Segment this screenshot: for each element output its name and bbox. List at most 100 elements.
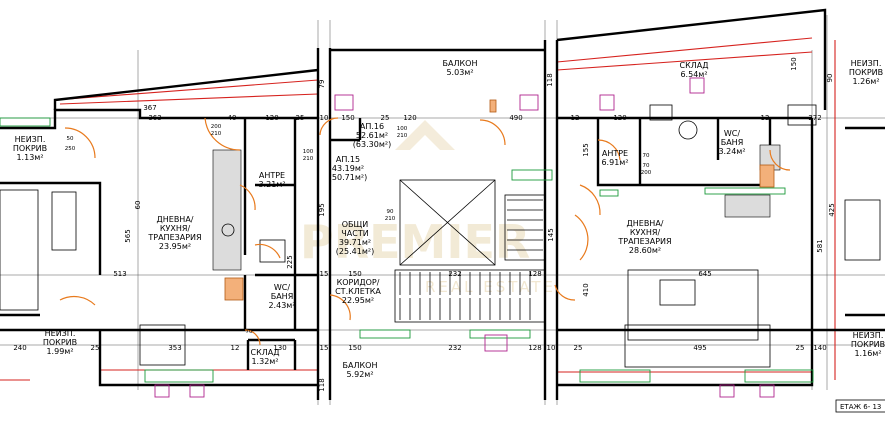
svg-text:120: 120 [265, 114, 278, 122]
svg-text:(25.41м²): (25.41м²) [336, 247, 374, 256]
svg-text:ДНЕВНА/: ДНЕВНА/ [157, 215, 194, 224]
svg-text:120: 120 [403, 114, 416, 122]
dimension-labels: 367 363 40 120 25 10 150 25 120 490 12 1… [13, 57, 836, 391]
svg-text:353: 353 [168, 344, 181, 352]
svg-text:495: 495 [693, 344, 706, 352]
svg-text:НЕИЗП.: НЕИЗП. [15, 135, 46, 144]
windows [0, 117, 814, 383]
svg-text:225: 225 [286, 255, 294, 268]
label-neizp-tr: НЕИЗП. ПОКРИВ 1.26м² [849, 59, 883, 86]
svg-text:90: 90 [387, 209, 394, 215]
label-antre-left: АНТРЕ 3.21м² [258, 171, 285, 189]
floor-tag: ЕТАЖ 6- 13 [835, 399, 885, 413]
svg-text:ПОКРИВ: ПОКРИВ [43, 338, 77, 347]
room-labels: НЕИЗП. ПОКРИВ 1.13м² НЕИЗП. ПОКРИВ 1.99м… [13, 59, 885, 379]
svg-text:25: 25 [381, 114, 390, 122]
svg-text:2.43м²: 2.43м² [268, 301, 295, 310]
svg-text:25: 25 [574, 344, 583, 352]
svg-text:79: 79 [318, 80, 326, 89]
svg-text:6.91м²: 6.91м² [601, 158, 628, 167]
furniture [0, 77, 881, 398]
svg-text:1.26м²: 1.26м² [852, 77, 879, 86]
svg-text:410: 410 [582, 283, 590, 296]
svg-text:100: 100 [397, 126, 408, 132]
svg-text:645: 645 [698, 270, 711, 278]
svg-text:25: 25 [296, 114, 305, 122]
svg-text:60: 60 [134, 201, 142, 210]
svg-text:АП.15: АП.15 [336, 155, 360, 164]
svg-text:ТРАПЕЗАРИЯ: ТРАПЕЗАРИЯ [147, 233, 201, 242]
svg-text:70: 70 [643, 153, 650, 159]
svg-text:367: 367 [143, 104, 156, 112]
label-antre-right: АНТРЕ 6.91м² [601, 149, 628, 167]
svg-text:25: 25 [91, 344, 100, 352]
svg-text:12: 12 [231, 344, 240, 352]
svg-text:15: 15 [320, 270, 329, 278]
svg-text:3.24м²: 3.24м² [718, 147, 745, 156]
watermark-subtitle: REAL ESTATE [425, 278, 556, 296]
svg-text:128: 128 [528, 344, 541, 352]
svg-text:23.95м²: 23.95м² [159, 242, 191, 251]
svg-text:140: 140 [813, 344, 826, 352]
svg-text:КУХНЯ/: КУХНЯ/ [630, 228, 661, 237]
label-koridor: КОРИДОР/ СТ.КЛЕТКА 22.95м² [335, 278, 381, 305]
svg-text:52.61м²: 52.61м² [356, 131, 388, 140]
label-neizp-tl: НЕИЗП. ПОКРИВ 1.13м² [13, 135, 47, 162]
svg-text:БАНЯ: БАНЯ [271, 292, 294, 301]
svg-text:ПОКРИВ: ПОКРИВ [851, 340, 885, 349]
svg-text:50: 50 [67, 136, 74, 142]
svg-text:40: 40 [228, 114, 237, 122]
label-obshti-chasti: ОБЩИ ЧАСТИ 39.71м² (25.41м²) [336, 220, 374, 256]
svg-text:70: 70 [643, 163, 650, 169]
svg-text:43.19м²: 43.19м² [332, 164, 364, 173]
svg-text:АНТРЕ: АНТРЕ [602, 149, 628, 158]
label-neizp-br: НЕИЗП. ПОКРИВ 1.16м² [851, 331, 885, 358]
label-balkon-bottom: БАЛКОН 5.92м² [343, 361, 378, 379]
label-dnevna-right: ДНЕВНА/ КУХНЯ/ ТРАПЕЗАРИЯ 28.60м² [617, 219, 671, 255]
svg-text:(63.30м²): (63.30м²) [353, 140, 391, 149]
svg-text:240: 240 [13, 344, 26, 352]
svg-text:120: 120 [613, 114, 626, 122]
svg-text:425: 425 [828, 203, 836, 216]
svg-text:25: 25 [796, 344, 805, 352]
svg-text:200: 200 [641, 170, 652, 176]
svg-text:ДНЕВНА/: ДНЕВНА/ [627, 219, 664, 228]
svg-text:12: 12 [571, 114, 580, 122]
svg-text:210: 210 [211, 131, 222, 137]
svg-text:СКЛАД: СКЛАД [250, 348, 279, 357]
svg-text:ПОКРИВ: ПОКРИВ [13, 144, 47, 153]
svg-text:145: 145 [547, 228, 555, 241]
svg-text:НЕИЗП.: НЕИЗП. [851, 59, 882, 68]
svg-text:СТ.КЛЕТКА: СТ.КЛЕТКА [335, 287, 381, 296]
svg-text:WC/: WC/ [724, 129, 740, 138]
svg-text:КОРИДОР/: КОРИДОР/ [337, 278, 380, 287]
svg-text:1.99м²: 1.99м² [46, 347, 73, 356]
svg-text:ПОКРИВ: ПОКРИВ [849, 68, 883, 77]
svg-text:НЕИЗП.: НЕИЗП. [853, 331, 884, 340]
svg-text:10: 10 [320, 114, 329, 122]
label-neizp-bl: НЕИЗП. ПОКРИВ 1.99м² [43, 329, 77, 356]
svg-text:ТРАПЕЗАРИЯ: ТРАПЕЗАРИЯ [617, 237, 671, 246]
svg-text:490: 490 [509, 114, 522, 122]
svg-text:195: 195 [318, 203, 326, 216]
svg-text:90: 90 [826, 74, 834, 83]
svg-text:39.71м²: 39.71м² [339, 238, 371, 247]
svg-text:10: 10 [547, 344, 556, 352]
svg-text:363: 363 [148, 114, 161, 122]
svg-text:НЕИЗП.: НЕИЗП. [45, 329, 76, 338]
label-ap15: АП.15 43.19м² (50.71м²) [329, 155, 367, 182]
svg-text:118: 118 [318, 378, 326, 391]
svg-text:1.32м²: 1.32м² [251, 357, 278, 366]
staircase [394, 194, 546, 323]
svg-text:565: 565 [124, 229, 132, 242]
svg-text:200: 200 [211, 124, 222, 130]
label-sklad-right: СКЛАД 6.54м² [679, 61, 708, 79]
roof-overhang-lines [0, 37, 836, 381]
svg-text:28.60м²: 28.60м² [629, 246, 661, 255]
svg-text:581: 581 [816, 239, 824, 252]
svg-text:ОБЩИ: ОБЩИ [342, 220, 369, 229]
svg-text:1.16м²: 1.16м² [854, 349, 881, 358]
svg-text:250: 250 [65, 146, 76, 152]
elevator-shaft [399, 179, 496, 266]
